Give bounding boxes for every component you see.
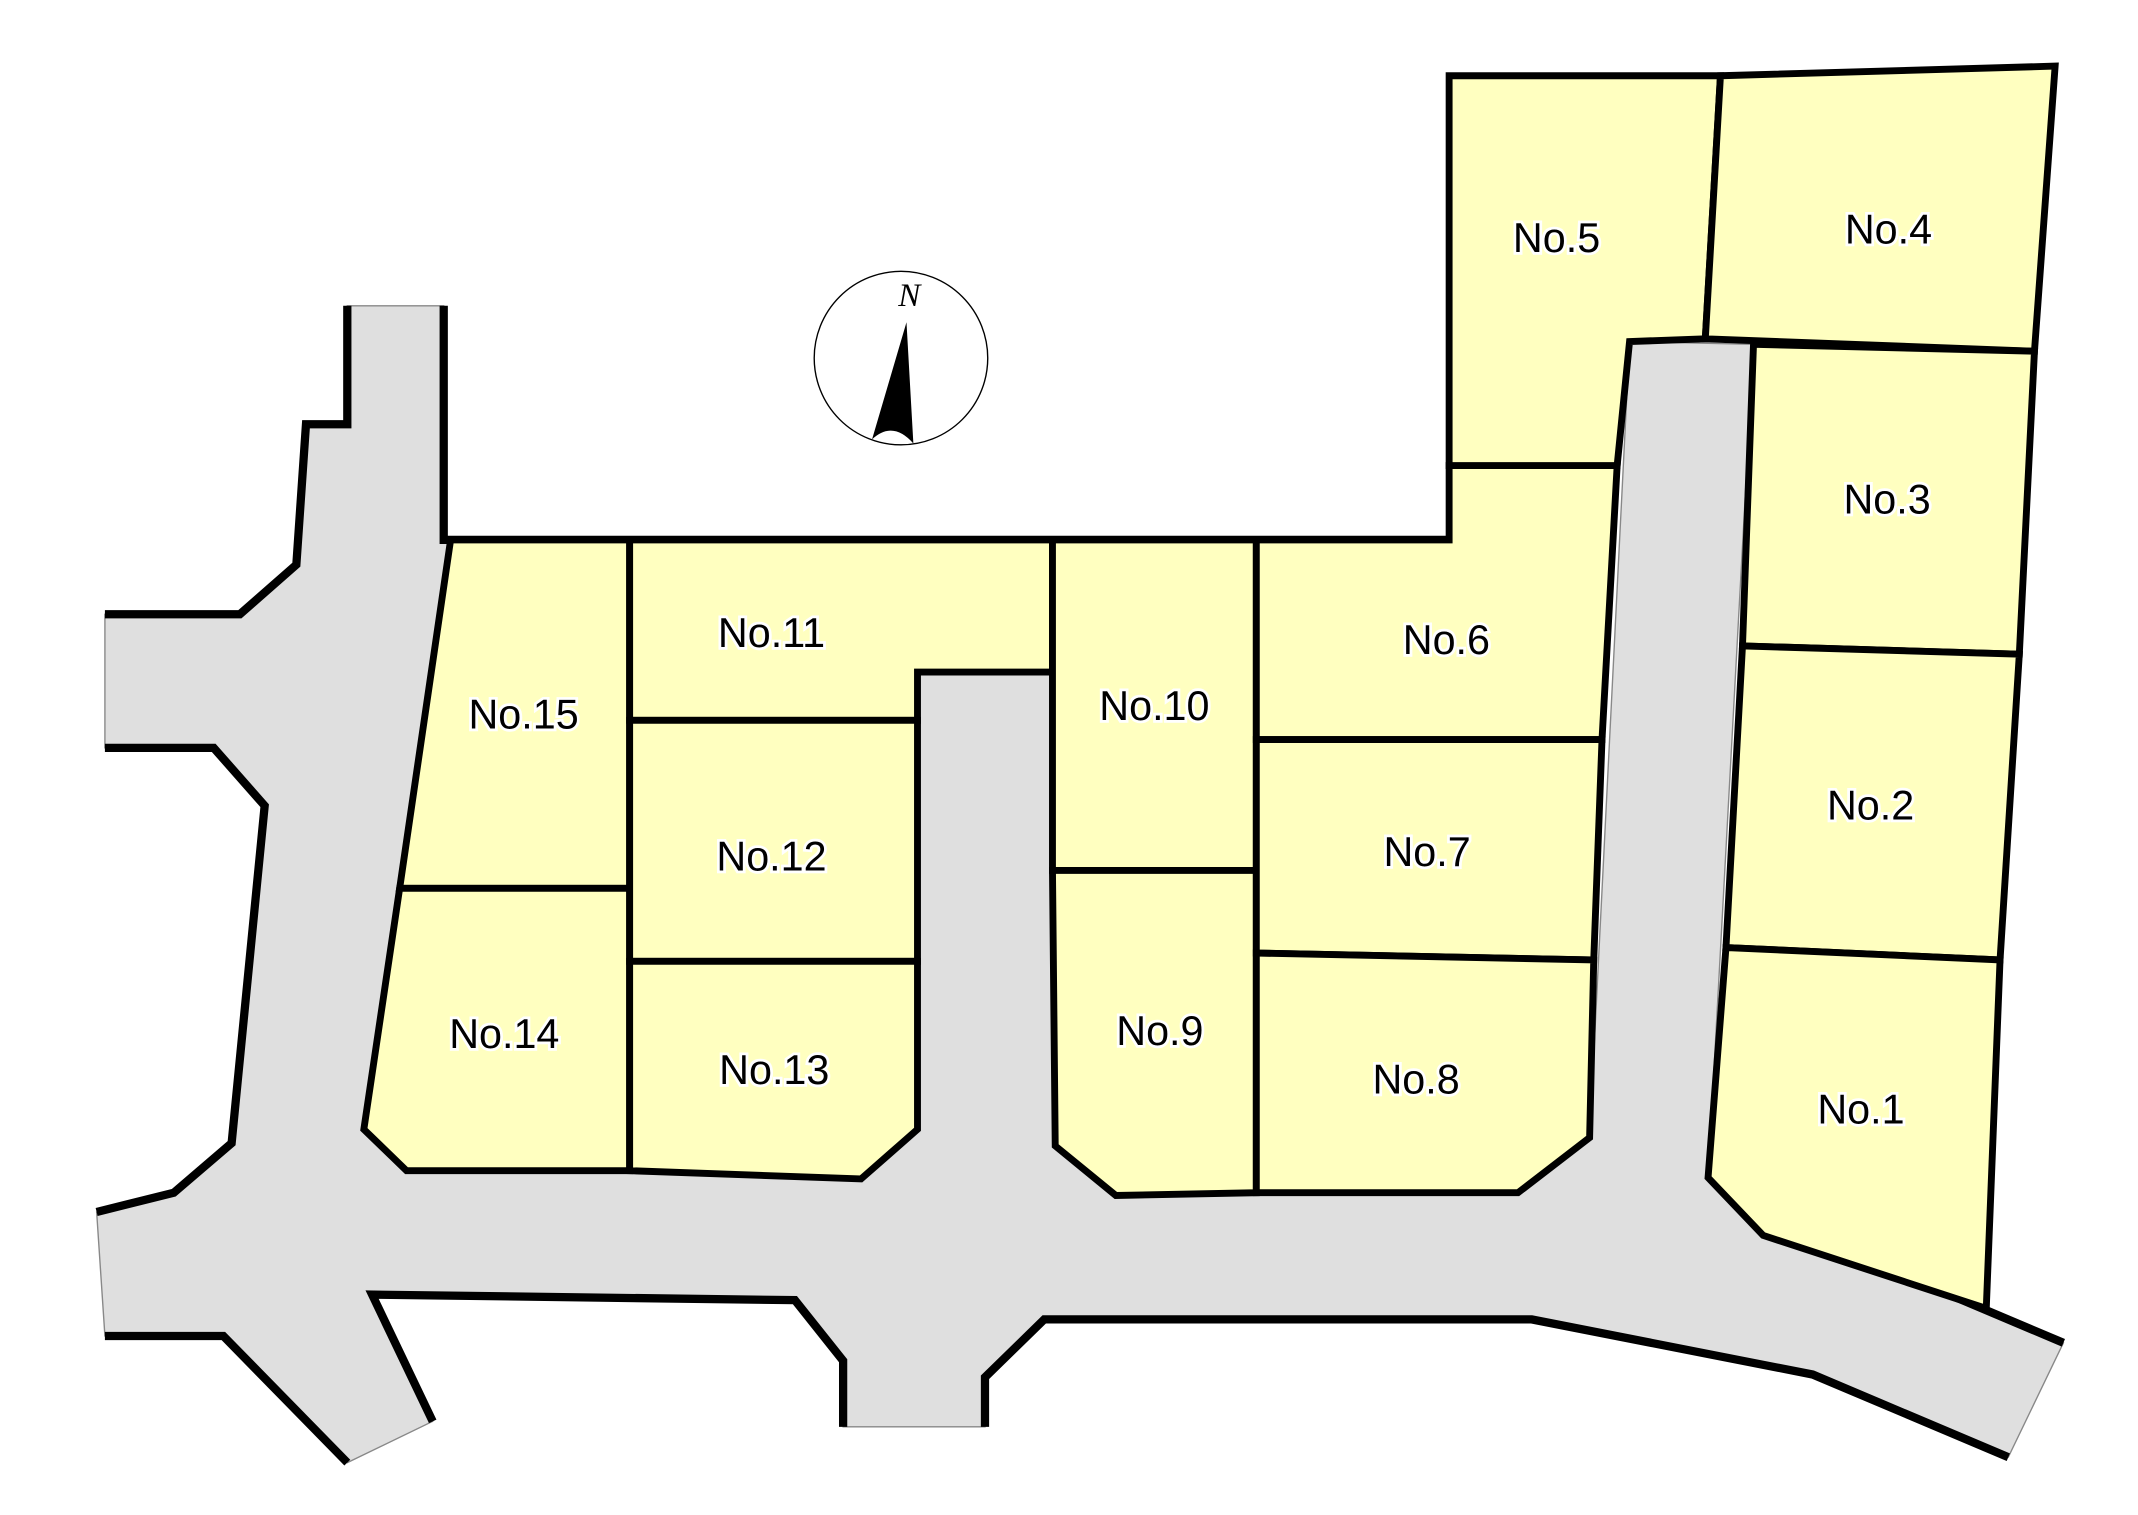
north-compass: N [813, 270, 989, 446]
north-arrow-icon [872, 322, 914, 444]
lot-label-9: No.9 [1116, 1008, 1203, 1054]
lot-label-10: No.10 [1099, 683, 1209, 729]
lot-6[interactable] [1252, 462, 1621, 744]
lot-label-5: No.5 [1513, 215, 1600, 261]
lot-label-8: No.8 [1372, 1056, 1459, 1102]
lot-1[interactable] [1704, 943, 2004, 1314]
lot-label-2: No.2 [1827, 782, 1914, 828]
road-edges [95, 305, 2066, 1466]
lot-label-1: No.1 [1817, 1087, 1904, 1133]
lot-label-6: No.6 [1403, 617, 1490, 663]
north-label: N [897, 278, 922, 314]
lot-label-7: No.7 [1383, 829, 1470, 875]
lot-label-15: No.15 [468, 691, 578, 737]
lot-label-4: No.4 [1845, 207, 1932, 253]
lot-label-11: No.11 [718, 610, 825, 656]
lot-label-14: No.14 [449, 1011, 559, 1057]
lots [360, 62, 2059, 1314]
lot-label-13: No.13 [719, 1047, 829, 1093]
lot-8[interactable] [1252, 949, 1598, 1197]
lot-labels: No.1 No.2 No.3 No.4 No.5 No.6 No.7 No.8 … [446, 204, 1934, 1136]
lot-14[interactable] [360, 884, 634, 1175]
lot-9[interactable] [1048, 866, 1260, 1199]
lot-label-3: No.3 [1843, 477, 1930, 523]
lot-label-12: No.12 [716, 833, 826, 879]
lot-13[interactable] [626, 957, 921, 1183]
